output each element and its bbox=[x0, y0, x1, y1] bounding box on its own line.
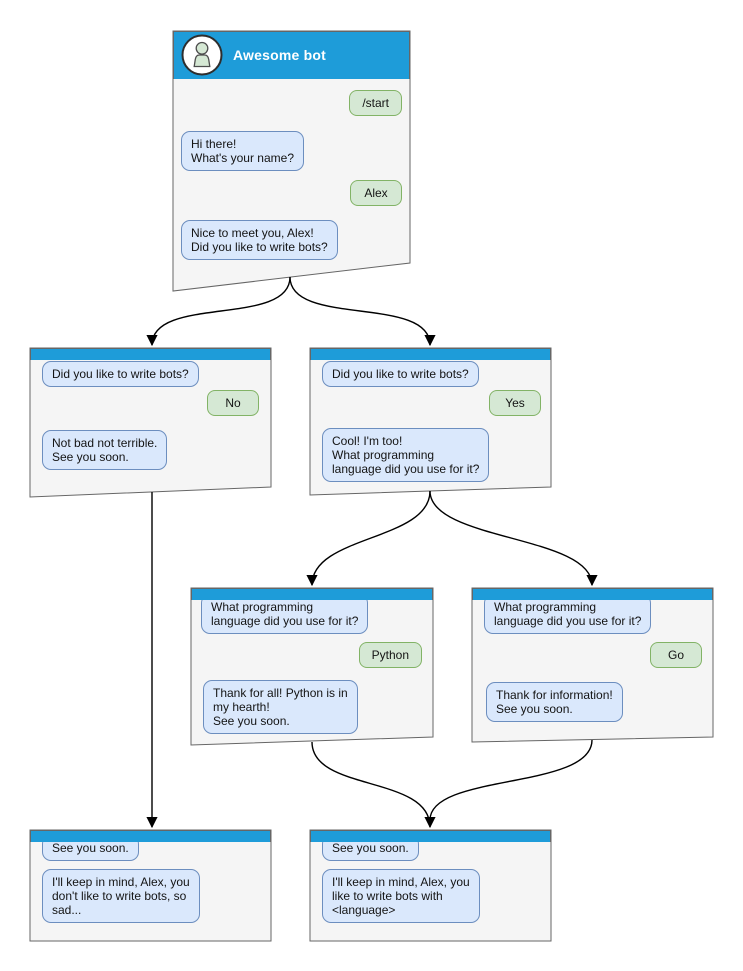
chat-window-go-branch: What programming language did you use fo… bbox=[472, 588, 713, 742]
edge-yes-to-go bbox=[429, 490, 598, 587]
bot-message-bubble: What programming language did you use fo… bbox=[484, 594, 652, 634]
user-message-bubble: No bbox=[207, 390, 259, 416]
user-message-bubble: Alex bbox=[350, 180, 402, 206]
chat-window-main: Awesome bot /start Hi there! What's your… bbox=[173, 31, 410, 291]
bot-message-bubble: Did you like to write bots? bbox=[42, 361, 199, 387]
chat-window-header bbox=[191, 588, 433, 600]
chat-window-header bbox=[310, 348, 551, 360]
user-message-bubble: /start bbox=[349, 90, 402, 116]
bot-message-bubble: I'll keep in mind, Alex, you don't like … bbox=[42, 869, 200, 923]
bot-message-bubble: Cool! I'm too! What programming language… bbox=[322, 428, 490, 482]
edge-start-to-no bbox=[146, 276, 291, 347]
bot-title: Awesome bot bbox=[233, 47, 326, 63]
chat-window-end-no: See you soon. I'll keep in mind, Alex, y… bbox=[30, 830, 271, 941]
bot-message-bubble: Thank for all! Python is in my hearth! S… bbox=[203, 680, 358, 734]
chat-window-end-yes: See you soon. I'll keep in mind, Alex, y… bbox=[310, 830, 551, 941]
bot-message-bubble: Thank for information! See you soon. bbox=[486, 682, 623, 722]
bot-message-bubble: Did you like to write bots? bbox=[322, 361, 479, 387]
chat-window-python-branch: What programming language did you use fo… bbox=[191, 588, 433, 745]
person-icon bbox=[193, 41, 211, 68]
chat-window-yes-branch: Did you like to write bots? Yes Cool! I'… bbox=[310, 348, 551, 495]
bot-message-bubble: I'll keep in mind, Alex, you like to wri… bbox=[322, 869, 480, 923]
user-message-bubble: Yes bbox=[489, 390, 541, 416]
edge-yes-to-python bbox=[306, 490, 431, 587]
edge-start-to-yes bbox=[289, 276, 436, 347]
user-message-bubble: Python bbox=[358, 642, 422, 668]
bot-message-bubble: Hi there! What's your name? bbox=[181, 131, 305, 171]
chat-window-header bbox=[30, 830, 271, 842]
bot-message-bubble: What programming language did you use fo… bbox=[201, 594, 369, 634]
bot-avatar bbox=[181, 34, 223, 76]
chat-window-header bbox=[472, 588, 713, 600]
chat-window-no-branch: Did you like to write bots? No Not bad n… bbox=[30, 348, 271, 497]
edge-python-to-end bbox=[311, 741, 436, 829]
edge-go-to-end bbox=[429, 739, 593, 821]
chat-window-header bbox=[310, 830, 551, 842]
user-message-bubble: Go bbox=[650, 642, 702, 668]
chat-window-header bbox=[30, 348, 271, 360]
bot-message-bubble: Not bad not terrible. See you soon. bbox=[42, 430, 168, 470]
bot-message-bubble: Nice to meet you, Alex! Did you like to … bbox=[181, 220, 338, 260]
